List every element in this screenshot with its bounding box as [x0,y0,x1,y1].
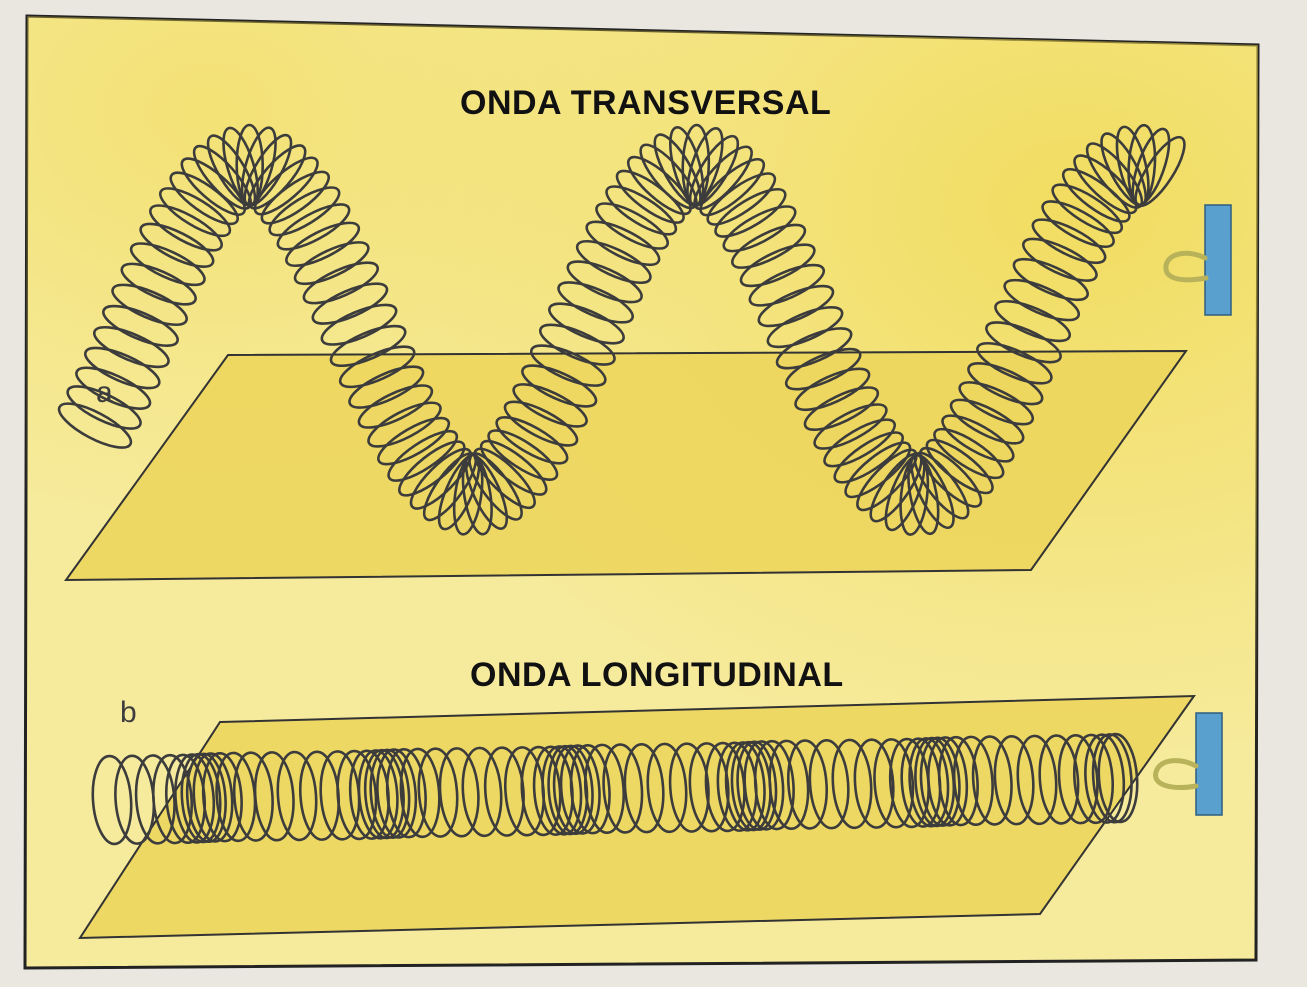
title-transverse-wave: ONDA TRANSVERSAL [460,84,831,123]
wall-block-b [1196,713,1222,815]
wall-block-a [1205,205,1231,315]
panel-label-b: b [120,696,137,730]
plane-a [66,351,1186,580]
panel-label-a: a [96,376,113,410]
title-longitudinal-wave: ONDA LONGITUDINAL [470,656,844,695]
